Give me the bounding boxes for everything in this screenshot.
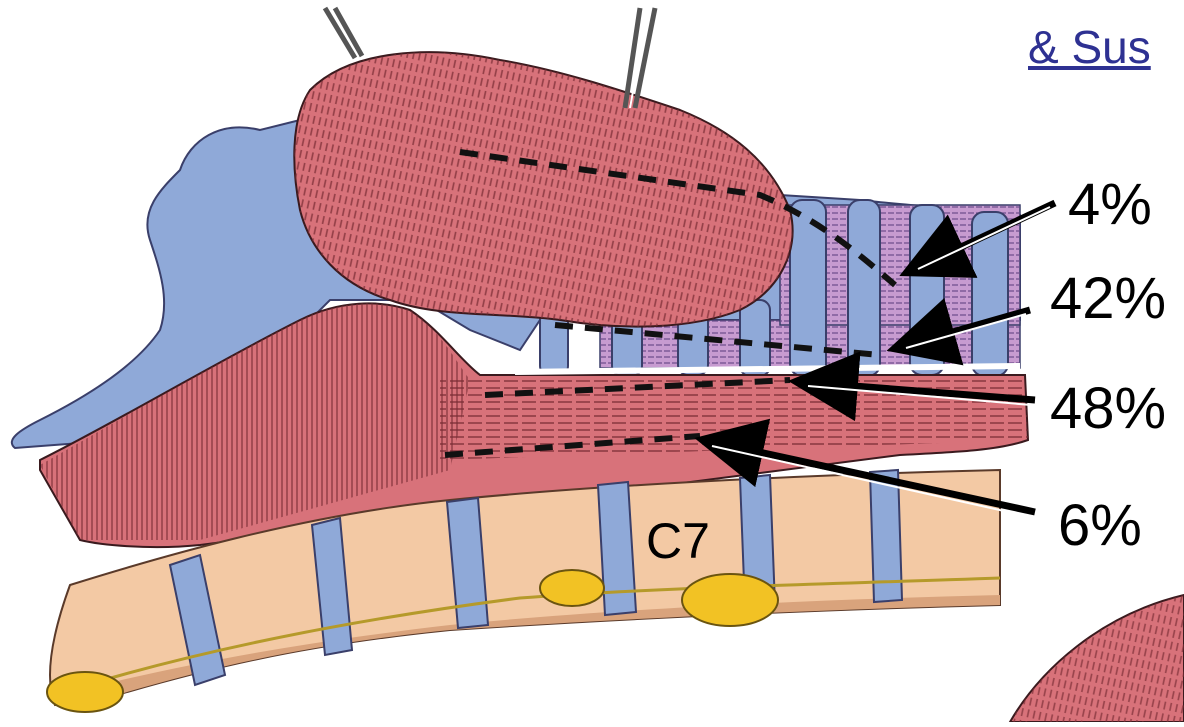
percentage-label: 48% [1050,380,1166,438]
vertebra-label: C7 [646,516,710,566]
header-link[interactable]: & Sus [1028,20,1151,74]
percentage-label: 6% [1058,497,1142,555]
percentage-label: 42% [1050,270,1166,328]
percentage-label: 4% [1068,176,1152,234]
